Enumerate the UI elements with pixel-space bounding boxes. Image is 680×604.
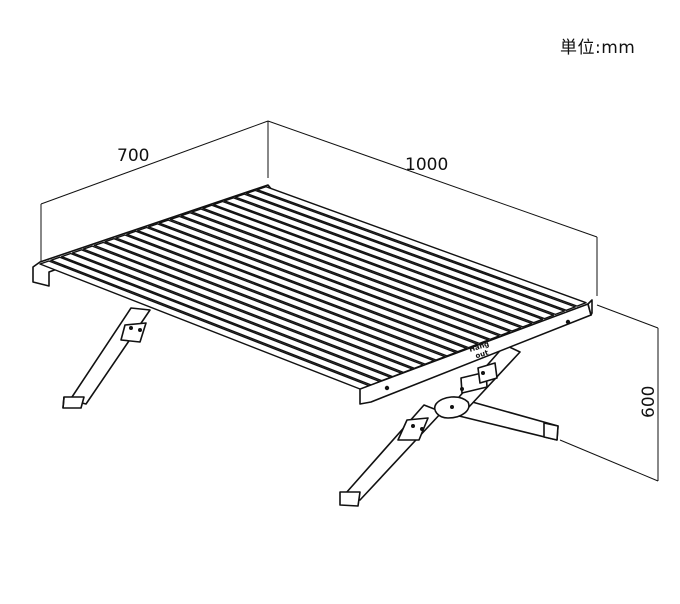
depth-dimension-line <box>40 120 269 205</box>
slat <box>202 204 533 328</box>
brand-mark-line-2: out <box>474 348 490 360</box>
slat <box>104 237 435 365</box>
width-dimension-line <box>267 120 598 238</box>
height-extension-bottom <box>559 439 659 482</box>
left-leg <box>62 307 151 409</box>
height-extension-top <box>596 304 659 329</box>
slat <box>136 226 468 353</box>
slat <box>93 241 424 369</box>
slat <box>82 245 413 374</box>
slat <box>39 260 370 390</box>
slat <box>115 234 446 361</box>
left-leg-foot <box>62 396 85 409</box>
slat <box>212 200 544 324</box>
slat <box>126 230 457 357</box>
slat <box>180 211 511 336</box>
slat <box>50 256 381 386</box>
right-end-frame <box>587 299 593 316</box>
legs <box>62 307 559 507</box>
slat <box>158 219 489 345</box>
slat <box>61 252 392 382</box>
unit-label: 単位:mm <box>560 38 636 58</box>
rail-bolt-left <box>384 385 390 391</box>
slat <box>234 193 565 316</box>
slat <box>71 249 403 378</box>
front-leg-foot <box>339 491 361 507</box>
slats <box>39 185 587 390</box>
slat <box>147 223 479 349</box>
height-label: 600 <box>639 386 659 418</box>
dimension-labels: 700 1000 600 <box>117 146 659 418</box>
right-leg <box>433 344 559 441</box>
rail-bolt-right <box>565 319 571 325</box>
slat <box>223 197 555 320</box>
depth-label: 700 <box>117 146 149 166</box>
slat <box>256 185 587 307</box>
front-rail <box>359 303 592 405</box>
dimension-lines <box>40 120 659 482</box>
slat <box>245 189 576 311</box>
front-leg <box>339 404 443 507</box>
slat <box>191 208 522 332</box>
width-label: 1000 <box>405 155 448 175</box>
right-leg-foot <box>543 422 559 441</box>
slat <box>169 215 500 340</box>
table-top: Hang out <box>32 184 593 405</box>
